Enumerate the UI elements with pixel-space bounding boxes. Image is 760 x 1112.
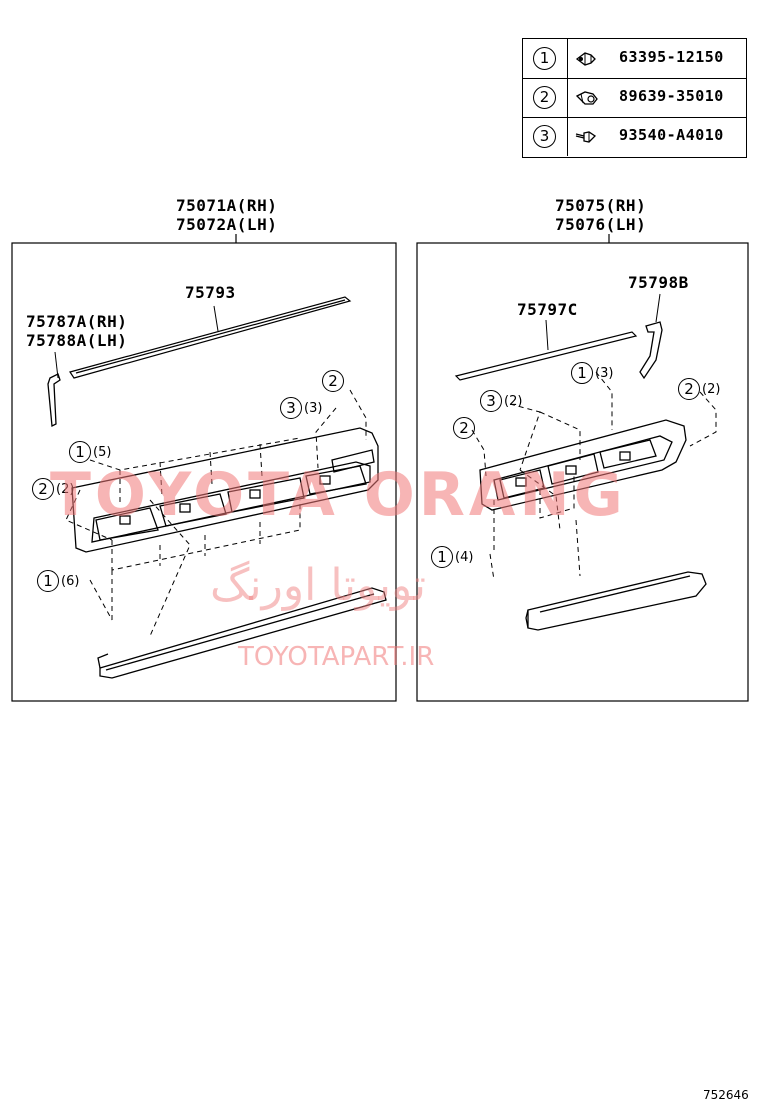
legend-number: 1 — [533, 47, 556, 70]
clip-icon — [575, 91, 598, 105]
legend-part-number: 89639-35010 — [619, 87, 724, 105]
legend-row-2: 2 89639-35010 — [523, 78, 746, 118]
right-side-strip-75798B — [639, 321, 663, 380]
callout-screw-3: 3(3) — [280, 397, 322, 419]
right-assembly-lh-label: 75076(LH) — [555, 215, 647, 234]
callout-clip-1: 1(3) — [571, 362, 613, 384]
callout-clip-2: 2(2) — [32, 478, 74, 500]
watermark-brand: TOYOTA ORANG — [50, 460, 627, 530]
clip-icon — [575, 52, 596, 66]
parts-legend-table: 1 63395-12150 2 89639-35010 3 93540-A401… — [522, 38, 747, 158]
legend-row-1: 1 63395-12150 — [523, 39, 746, 79]
left-side-strip — [47, 373, 61, 428]
legend-part-number: 93540-A4010 — [619, 126, 724, 144]
callout-clip-1: 1(5) — [69, 441, 111, 463]
callout-clip-1: 1(4) — [431, 546, 473, 568]
part-label-75798B: 75798B — [628, 273, 689, 292]
left-panel-frame — [11, 242, 397, 702]
legend-number: 2 — [533, 86, 556, 109]
right-top-strip-75797C — [454, 331, 638, 381]
callout-clip-1: 1(6) — [37, 570, 79, 592]
part-label-75793: 75793 — [185, 283, 236, 302]
part-label-75797C: 75797C — [517, 300, 578, 319]
right-panel-frame — [416, 242, 749, 702]
callout-clip-2: 2 — [453, 417, 477, 439]
legend-part-number: 63395-12150 — [619, 48, 724, 66]
legend-number: 3 — [533, 125, 556, 148]
watermark-farsi: تویوتا اورنگ — [210, 560, 426, 611]
legend-row-3: 3 93540-A4010 — [523, 117, 746, 156]
callout-screw-3: 3(2) — [480, 390, 522, 412]
callout-clip-2: 2 — [322, 370, 346, 392]
left-leader-lines — [65, 389, 367, 637]
watermark-site: TOYOTAPART.IR — [238, 642, 435, 672]
right-assembly-rh-label: 75075(RH) — [555, 196, 647, 215]
left-lower-molding — [97, 587, 387, 679]
left-assembly-lh-label: 75072A(LH) — [176, 215, 278, 234]
diagram-code: 752646 — [703, 1088, 749, 1102]
right-leader-lines — [471, 371, 717, 581]
callout-clip-2: 2(2) — [678, 378, 720, 400]
part-label-side-rh: 75787A(RH) — [26, 312, 128, 331]
right-garnish-panel — [479, 419, 687, 511]
screw-icon — [575, 131, 597, 143]
right-lower-molding — [525, 571, 707, 631]
left-garnish-panel — [71, 427, 379, 553]
left-top-strip-75793 — [69, 296, 352, 379]
left-assembly-rh-label: 75071A(RH) — [176, 196, 278, 215]
part-label-side-lh: 75788A(LH) — [26, 331, 128, 350]
